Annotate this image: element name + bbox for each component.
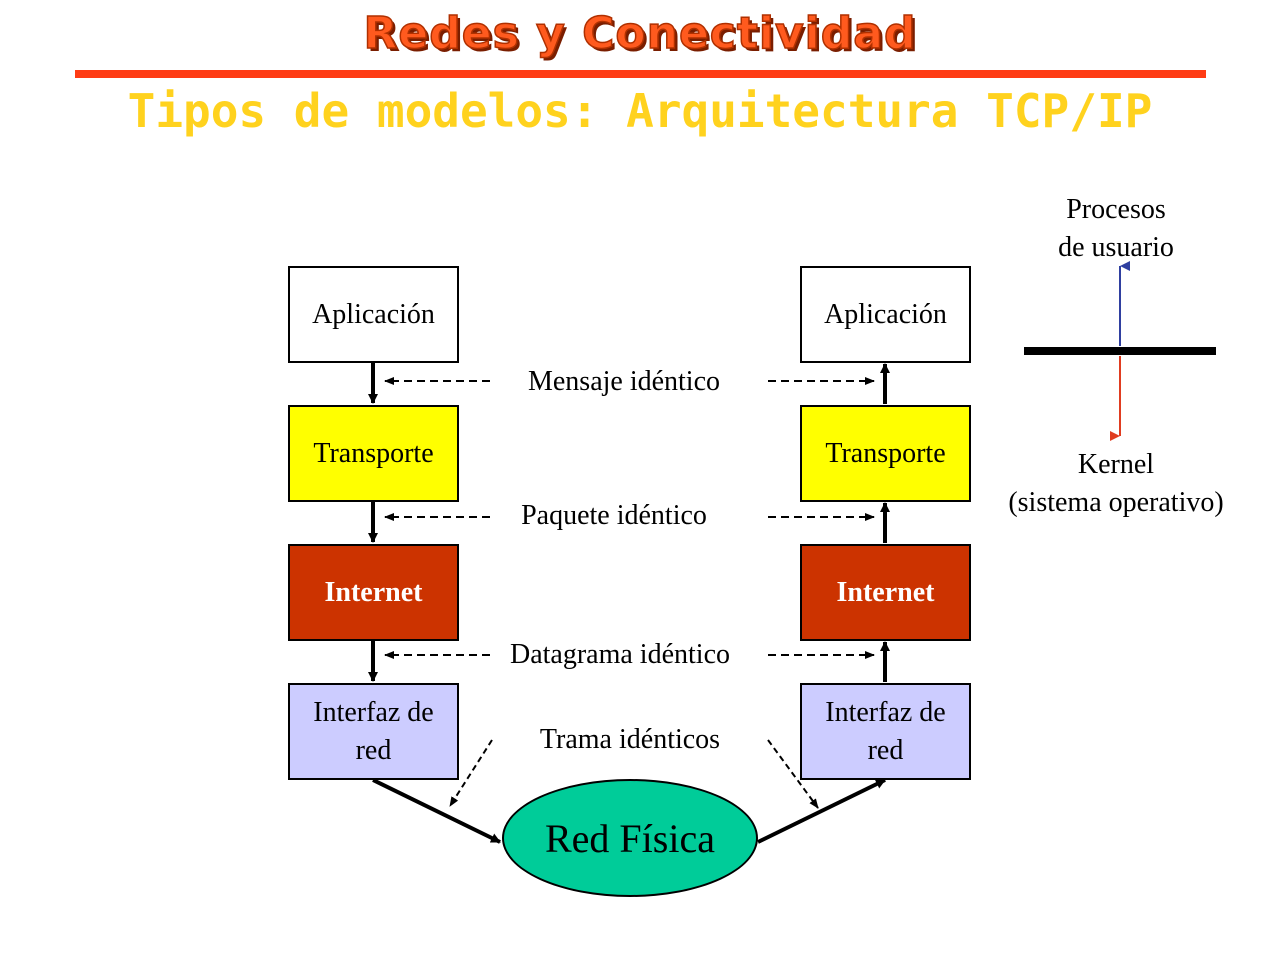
right-layer-aplicacion: Aplicación bbox=[800, 266, 971, 363]
label-datagrama-identico: Datagrama idéntico bbox=[509, 639, 730, 670]
arrow-red-fisica-to-interface bbox=[757, 778, 886, 844]
legend-kernel-line2: (sistema operativo) bbox=[1008, 487, 1224, 518]
red-fisica-node: Red Física bbox=[502, 779, 758, 897]
label-trama-identicos: Trama idénticos bbox=[539, 724, 721, 755]
right-layer-interfaz-de-red: Interfaz de red bbox=[800, 683, 971, 780]
legend-kernel: Kernel (sistema operativo) bbox=[966, 446, 1266, 522]
slide-header-title: Redes y Conectividad bbox=[363, 7, 917, 60]
dashed-arrow-trama-right bbox=[767, 739, 819, 809]
label-mensaje-identico: Mensaje idéntico bbox=[527, 366, 721, 397]
left-layer-interfaz-de-red: Interfaz de red bbox=[288, 683, 459, 780]
left-layer-transporte: Transporte bbox=[288, 405, 459, 502]
label-paquete-identico: Paquete idéntico bbox=[521, 500, 707, 531]
slide-subtitle: Tipos de modelos: Arquitectura TCP/IP bbox=[127, 84, 1153, 138]
arrow-interface-to-red-fisica bbox=[372, 778, 501, 844]
header-divider bbox=[75, 70, 1206, 78]
right-layer-transporte: Transporte bbox=[800, 405, 971, 502]
dashed-arrow-trama-left bbox=[449, 739, 493, 807]
legend-kernel-line1: Kernel bbox=[1077, 449, 1155, 480]
legend-user-processes: Procesos de usuario bbox=[966, 191, 1266, 267]
left-layer-internet: Internet bbox=[288, 544, 459, 641]
left-layer-aplicacion: Aplicación bbox=[288, 266, 459, 363]
legend-user-line1: Procesos bbox=[1066, 194, 1166, 225]
right-layer-internet: Internet bbox=[800, 544, 971, 641]
legend-user-line2: de usuario bbox=[1058, 232, 1174, 263]
